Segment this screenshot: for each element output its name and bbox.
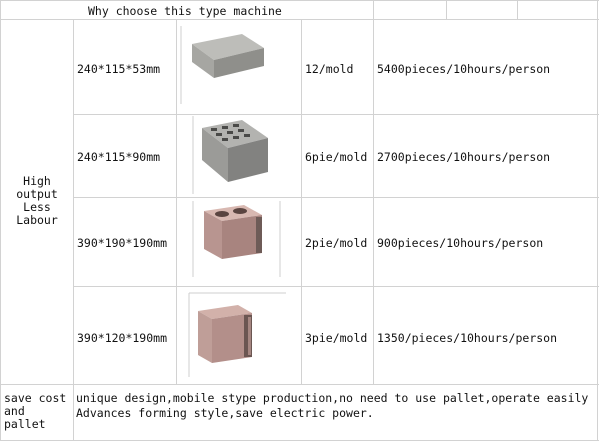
grid-col4 xyxy=(373,0,374,385)
grid-col2 xyxy=(176,20,177,385)
side-label: High output Less Labour xyxy=(2,175,72,227)
grid-col6 xyxy=(517,0,518,20)
grid-col1 xyxy=(73,20,74,441)
row-per-mold: 2pie/mold xyxy=(305,236,368,250)
side-label-line: Less xyxy=(23,200,51,214)
grid-row4-bottom xyxy=(0,384,599,385)
grid-header-bottom xyxy=(0,19,599,20)
footer-label-line: save cost xyxy=(4,391,67,405)
footer-label-line: and xyxy=(4,404,25,418)
row-output: 1350/pieces/10hours/person xyxy=(377,331,558,345)
grid-row1-bottom xyxy=(73,114,599,115)
grid-left xyxy=(0,0,1,441)
grid-row3-bottom xyxy=(73,286,599,287)
grid-col5 xyxy=(446,0,447,20)
row-output: 900pieces/10hours/person xyxy=(377,236,544,250)
grid-top xyxy=(0,0,599,1)
grid-row2-bottom xyxy=(73,197,599,198)
footer-label: save cost and pallet xyxy=(4,392,66,431)
footer-text-line2: Advances forming style,save electric pow… xyxy=(76,406,374,420)
perforated-brick-image xyxy=(192,116,268,194)
row-size: 390*120*190mm xyxy=(77,331,168,345)
hollow-block-image xyxy=(192,201,281,277)
row-per-mold: 6pie/mold xyxy=(305,150,368,164)
grid-right xyxy=(597,0,598,441)
solid-brick-image xyxy=(180,26,264,104)
row-size: 390*190*190mm xyxy=(77,236,168,250)
row-size: 240*115*53mm xyxy=(77,62,161,76)
side-label-line: High xyxy=(23,174,51,188)
header-title: Why choose this type machine xyxy=(88,4,282,18)
side-label-line: Labour xyxy=(16,213,58,227)
grid-col3 xyxy=(301,20,302,385)
footer-label-line: pallet xyxy=(4,417,46,431)
footer-text-line1: unique design,mobile stype production,no… xyxy=(76,391,589,405)
row-per-mold: 12/mold xyxy=(305,62,354,76)
row-per-mold: 3pie/mold xyxy=(305,331,368,345)
row-size: 240*115*90mm xyxy=(77,150,161,164)
row-output: 2700pieces/10hours/person xyxy=(377,150,551,164)
hollow-block-narrow-image xyxy=(188,292,286,377)
row-output: 5400pieces/10hours/person xyxy=(377,62,551,76)
side-label-line: output xyxy=(16,187,58,201)
grid-bottom xyxy=(0,440,599,441)
